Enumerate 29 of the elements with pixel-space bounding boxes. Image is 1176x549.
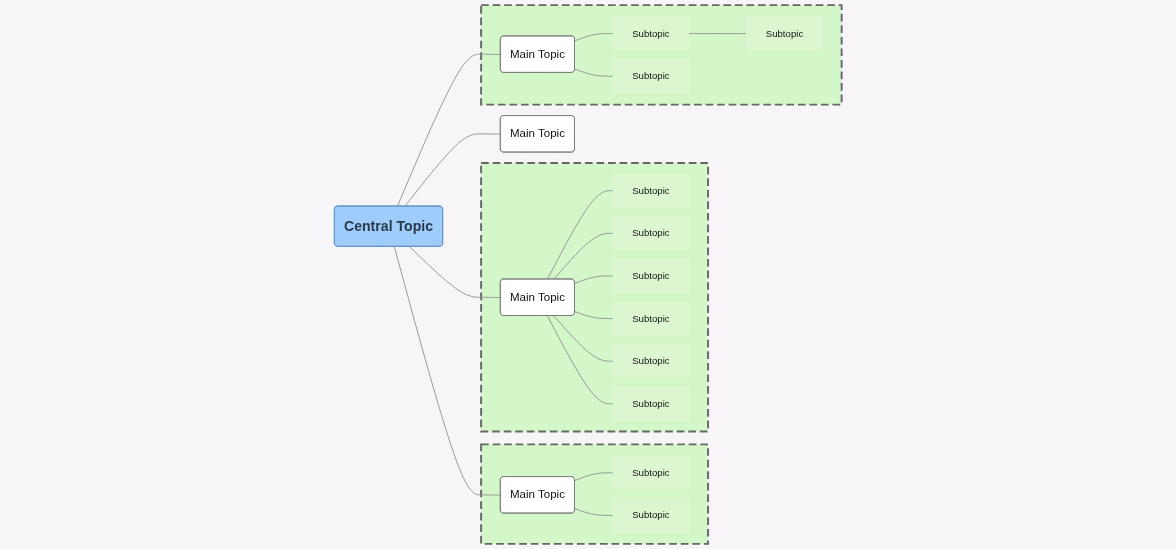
connector	[574, 68, 614, 77]
node-box: Subtopic	[612, 258, 690, 294]
node-box: Subtopic	[612, 301, 690, 336]
connector	[553, 315, 614, 362]
node-box: Subtopic	[612, 16, 690, 51]
node-box: Subtopic	[612, 216, 690, 251]
cluster	[480, 443, 710, 545]
connector	[393, 246, 502, 496]
connector	[574, 33, 614, 42]
connector	[547, 190, 614, 280]
connector	[553, 232, 614, 280]
node-box: Subtopic	[612, 344, 690, 379]
node-box: Subtopic	[612, 59, 690, 94]
connector	[574, 311, 614, 319]
connector	[397, 53, 502, 207]
node-box: Subtopic	[612, 455, 690, 490]
connector	[574, 508, 614, 516]
node-box: Subtopic	[612, 498, 690, 533]
cluster	[480, 162, 710, 433]
connector	[688, 33, 747, 34]
node-box: Subtopic	[612, 386, 690, 421]
node-box: Subtopic	[612, 173, 690, 208]
connector	[404, 133, 502, 207]
connector	[574, 275, 614, 284]
node-box: Subtopic	[746, 16, 823, 51]
connector	[409, 246, 502, 298]
connector	[574, 472, 614, 482]
connector	[547, 315, 614, 405]
cluster	[480, 4, 843, 106]
